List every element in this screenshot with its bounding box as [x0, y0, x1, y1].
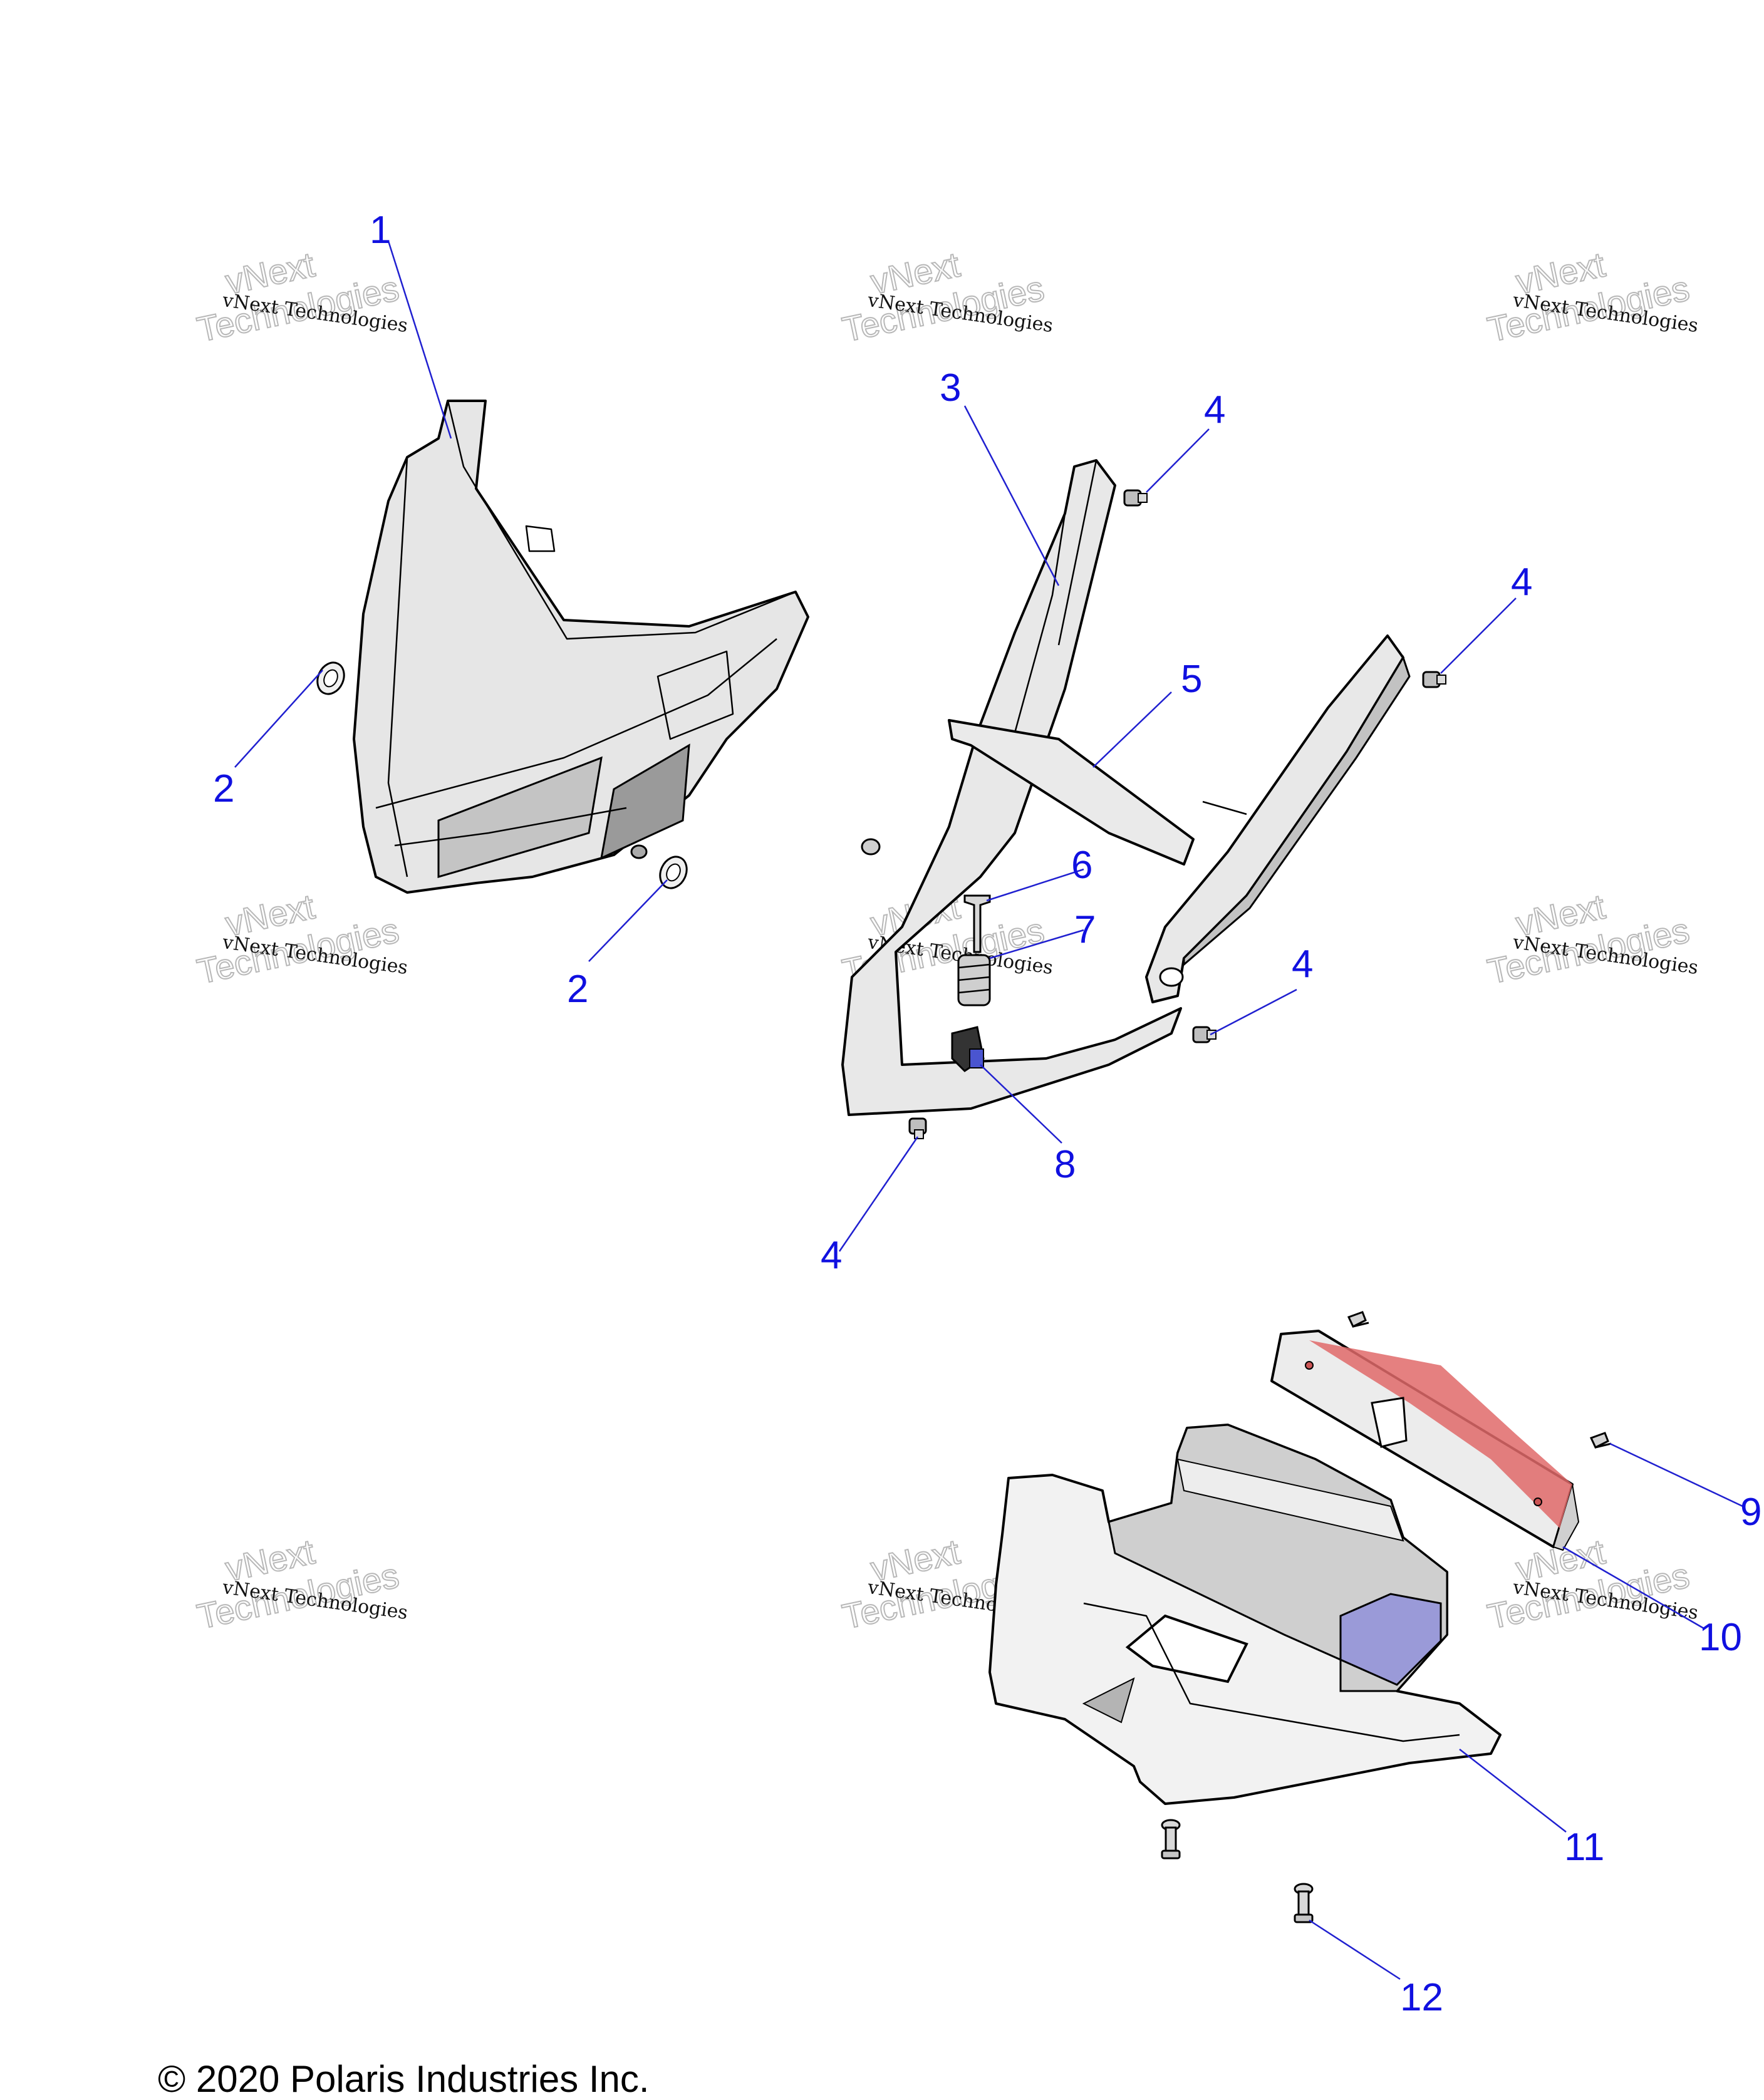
callout-4: 4 — [821, 1234, 842, 1277]
callout-8: 8 — [1054, 1143, 1076, 1186]
watermark: vNext Technologies vNext Technologies — [193, 1531, 409, 1637]
part-latch-pin — [963, 894, 991, 953]
callout-4: 4 — [1511, 561, 1532, 604]
part-screw — [1123, 489, 1148, 507]
part-support-bracket — [841, 459, 1411, 1116]
part-screw — [1589, 1432, 1612, 1449]
callout-11: 11 — [1564, 1826, 1604, 1869]
callout-12: 12 — [1400, 1976, 1443, 2019]
part-screw — [1192, 1026, 1217, 1043]
part-screw — [908, 1117, 927, 1139]
watermark: vNext Technologies vNext Technologies — [838, 244, 1054, 350]
callout-1: 1 — [370, 209, 391, 252]
callout-4: 4 — [1204, 388, 1225, 432]
leader-lines — [234, 241, 1743, 1980]
callout-labels: 1 2 2 3 4 4 4 4 5 6 7 8 9 10 11 12 — [213, 209, 1761, 2019]
callout-4: 4 — [1292, 943, 1313, 986]
watermark: vNext Technologies vNext Technologies — [193, 886, 409, 992]
callout-2: 2 — [213, 767, 234, 810]
watermark: vNext Technologies vNext Technologies — [1483, 1531, 1699, 1637]
part-tail-light — [1270, 1330, 1580, 1551]
part-latch-knob — [951, 1026, 985, 1072]
part-bolt — [1294, 1883, 1314, 1923]
watermark: vNext Technologies vNext Technologies — [1483, 886, 1699, 992]
callout-2: 2 — [567, 968, 588, 1011]
part-screw — [1422, 671, 1446, 688]
callout-9: 9 — [1740, 1491, 1761, 1534]
callout-7: 7 — [1074, 908, 1096, 951]
part-grommet — [316, 661, 345, 695]
copyright-notice: © 2020 Polaris Industries Inc. — [158, 2058, 650, 2100]
part-headlight-assembly — [353, 400, 809, 894]
callout-3: 3 — [940, 366, 961, 410]
callout-10: 10 — [1699, 1616, 1742, 1659]
callout-6: 6 — [1071, 844, 1092, 887]
part-spring — [957, 954, 991, 1006]
part-storage-tray — [988, 1424, 1502, 1805]
part-bolt — [1161, 1819, 1181, 1859]
watermark: vNext Technologies vNext Technologies — [193, 244, 409, 350]
watermark: vNext Technologies vNext Technologies — [1483, 244, 1699, 350]
part-screw — [1347, 1311, 1369, 1328]
callout-5: 5 — [1181, 658, 1202, 701]
